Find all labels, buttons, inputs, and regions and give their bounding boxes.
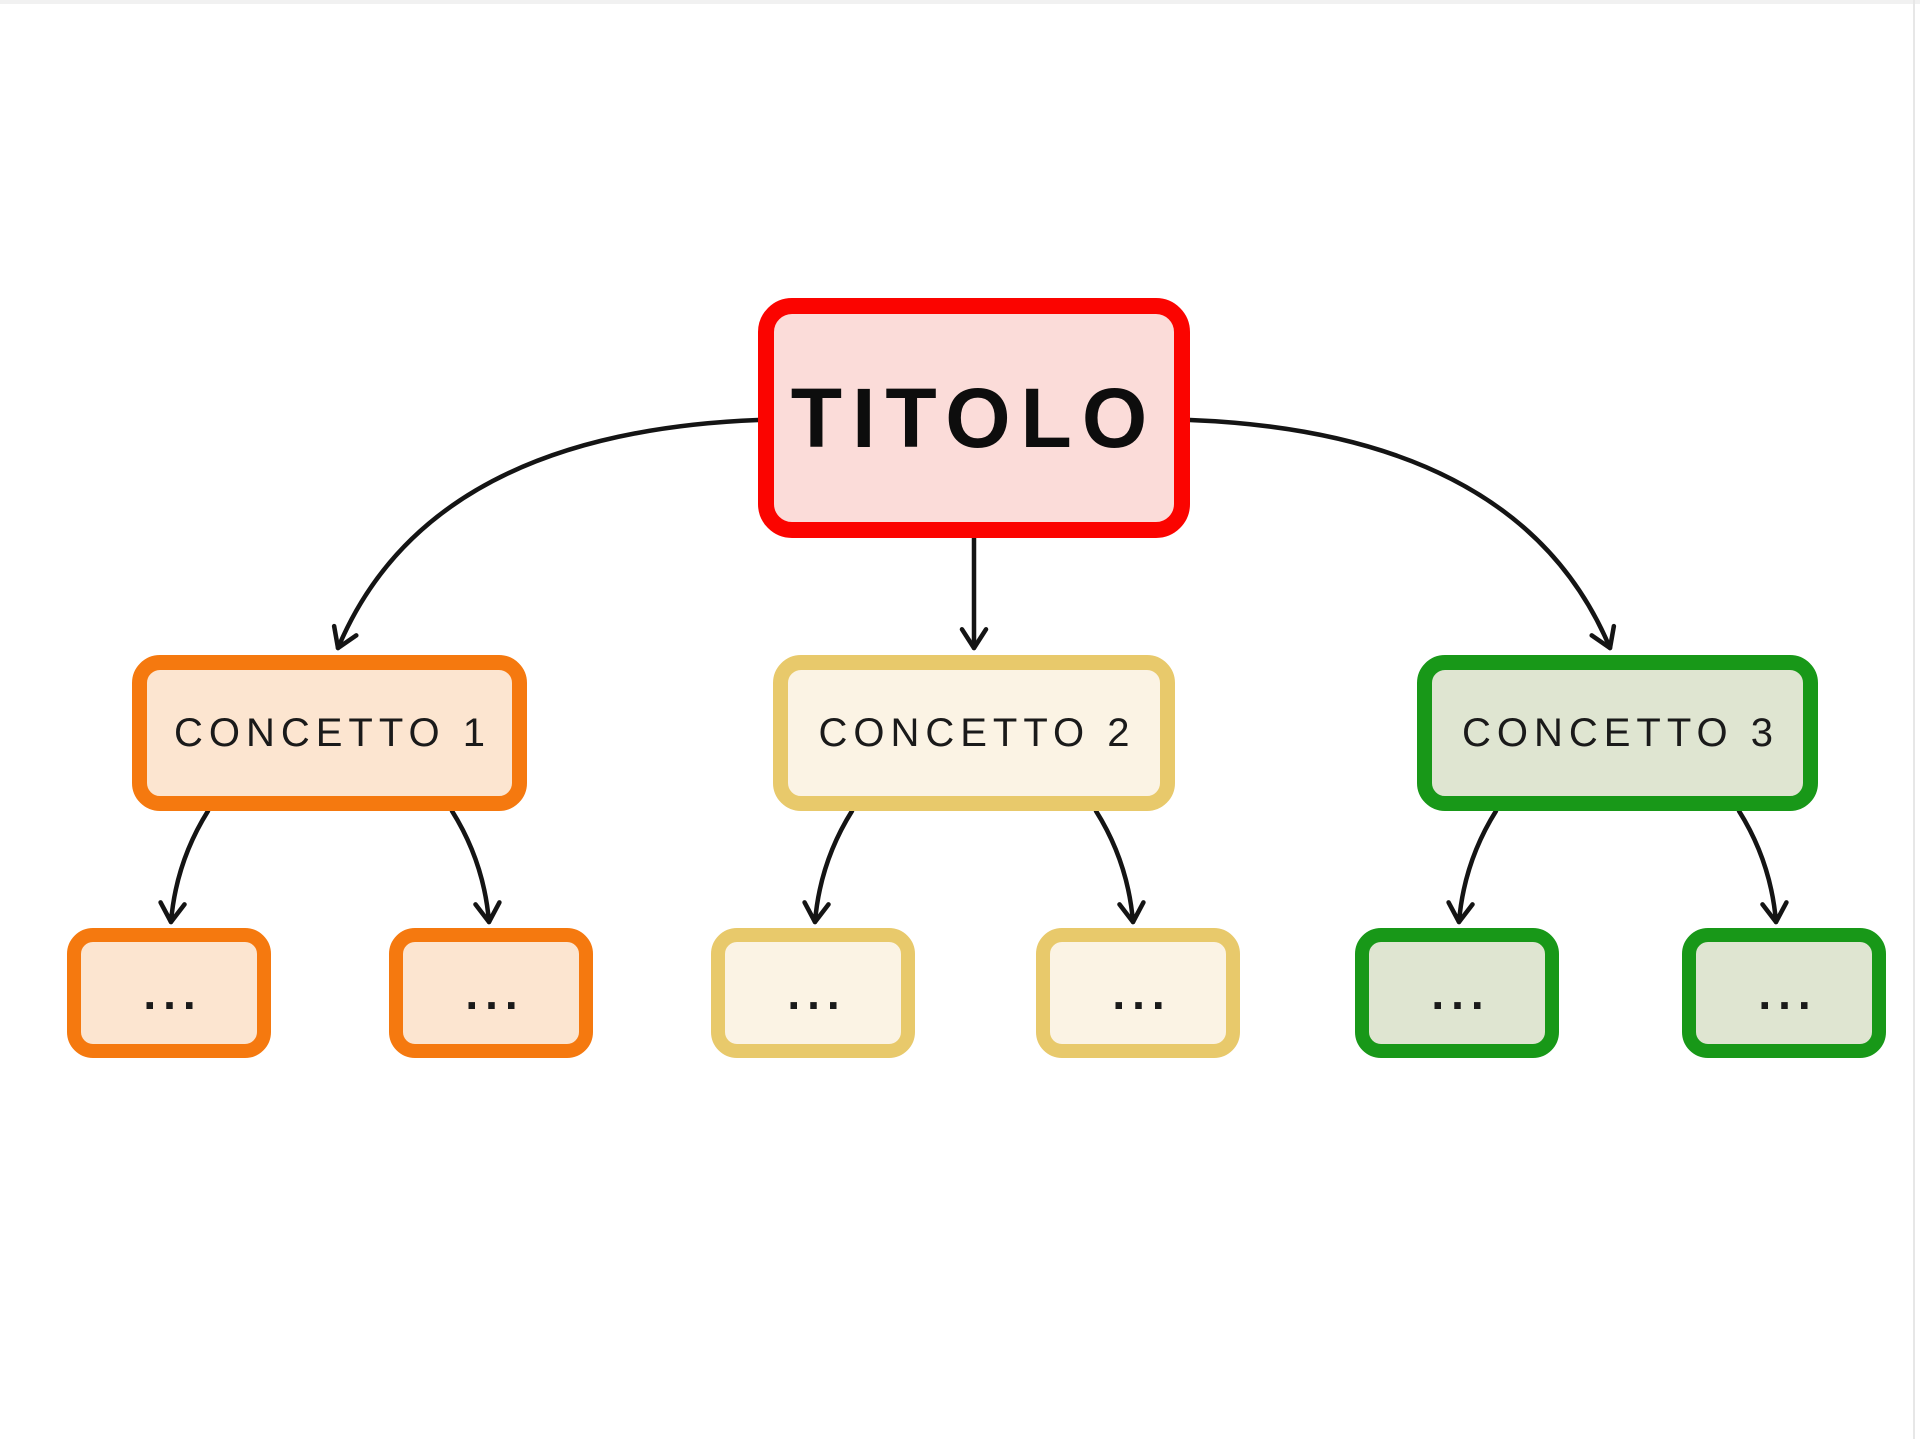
right-edge-line bbox=[1913, 0, 1915, 1439]
node-leaf-5-label: ... bbox=[1431, 967, 1491, 1019]
node-leaf-5[interactable]: ... bbox=[1355, 928, 1559, 1058]
node-titolo-label: TITOLO bbox=[790, 370, 1158, 465]
edge-branch3-to-leaf5 bbox=[1446, 808, 1499, 925]
window-top-strip bbox=[0, 0, 1920, 4]
node-concetto-3-label: CONCETTO 3 bbox=[1461, 710, 1780, 755]
node-leaf-4-label: ... bbox=[1112, 967, 1172, 1019]
node-concetto-2[interactable]: CONCETTO 2 bbox=[773, 655, 1175, 811]
edge-branch1-to-leaf2 bbox=[449, 808, 502, 925]
edge-branch1-to-leaf1 bbox=[158, 808, 211, 925]
edge-branch3-to-leaf6 bbox=[1736, 808, 1789, 925]
node-concetto-1[interactable]: CONCETTO 1 bbox=[132, 655, 527, 811]
node-titolo[interactable]: TITOLO bbox=[758, 298, 1190, 538]
edge-branch2-to-leaf3 bbox=[802, 808, 855, 925]
edge-root-to-branch3 bbox=[1187, 417, 1617, 651]
node-concetto-3[interactable]: CONCETTO 3 bbox=[1417, 655, 1818, 811]
node-leaf-4[interactable]: ... bbox=[1036, 928, 1240, 1058]
node-leaf-3-label: ... bbox=[787, 967, 847, 1019]
node-leaf-1[interactable]: ... bbox=[67, 928, 271, 1058]
node-leaf-2[interactable]: ... bbox=[389, 928, 593, 1058]
edge-root-to-branch1 bbox=[331, 417, 761, 651]
node-leaf-2-label: ... bbox=[465, 967, 525, 1019]
node-concetto-2-label: CONCETTO 2 bbox=[818, 710, 1136, 755]
node-leaf-6-label: ... bbox=[1758, 967, 1818, 1019]
node-concetto-1-label: CONCETTO 1 bbox=[173, 710, 492, 755]
node-leaf-6[interactable]: ... bbox=[1682, 928, 1886, 1058]
node-leaf-1-label: ... bbox=[143, 967, 203, 1019]
edge-branch2-to-leaf4 bbox=[1093, 808, 1146, 925]
node-leaf-3[interactable]: ... bbox=[711, 928, 915, 1058]
